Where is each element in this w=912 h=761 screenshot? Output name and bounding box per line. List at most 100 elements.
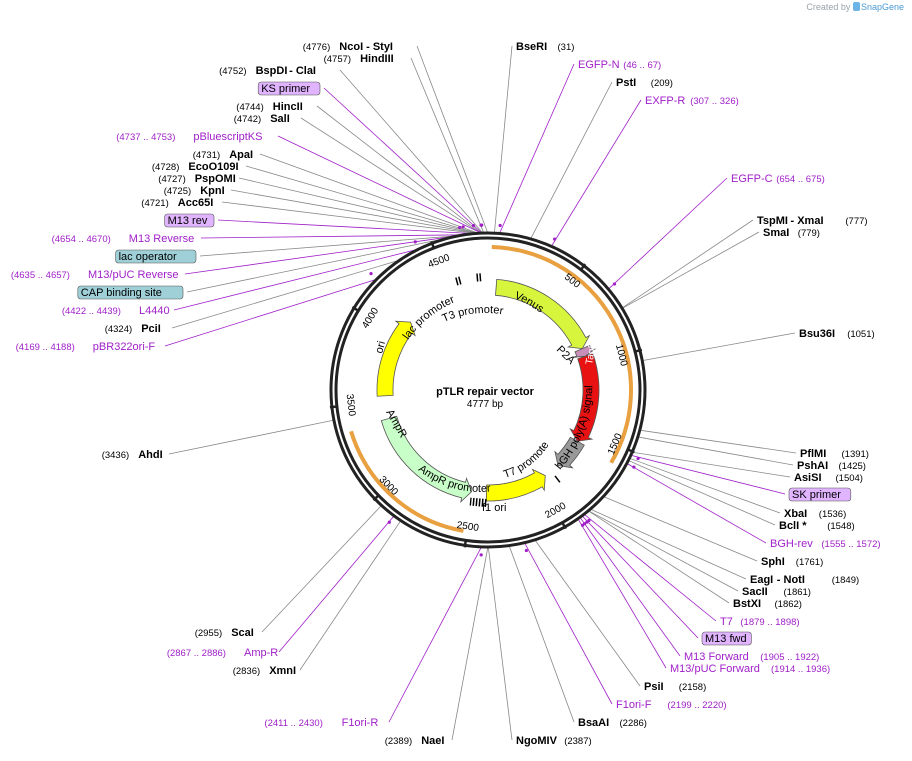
label-asisi: AsiSI(1504) [794, 472, 863, 484]
feature-tagrfp [569, 353, 600, 442]
label-position: (777) [845, 216, 867, 227]
label-sali: SalI(4742) [234, 113, 290, 125]
label-name: SmaI [763, 227, 789, 239]
primer-site-marker [479, 553, 483, 557]
label-smai: SmaI(779) [763, 227, 820, 239]
leader-bspdi [339, 69, 484, 234]
label-position: (1879 .. 1898) [740, 617, 799, 628]
label-position: (31) [558, 42, 575, 53]
tick-label-500: 500 [562, 272, 582, 291]
primer-site-marker [369, 272, 373, 276]
primer-site-marker [553, 237, 557, 241]
label-position: (4324) [105, 324, 132, 335]
label-position: (2867 .. 2886) [167, 648, 226, 659]
feature-shape [376, 320, 416, 397]
label-ecoo109i: EcoO109I(4728) [152, 161, 239, 173]
leader-bcli [628, 460, 776, 526]
tick-2500 [463, 540, 468, 548]
orf-band-1 [349, 430, 464, 533]
label-name: PstI [616, 77, 636, 89]
leader-hindiii [410, 57, 485, 234]
leader-bsu36i [642, 332, 796, 361]
label-egfp-c: EGFP-C(654 .. 675) [731, 173, 825, 185]
label-pbr322ori-f: pBR322ori-F(4169 .. 4188) [16, 341, 156, 353]
tick-500 [579, 263, 587, 271]
leader-egfp-c [608, 177, 728, 290]
leader-m13-reverse [200, 234, 465, 239]
label-pbluescriptks: pBluescriptKS(4737 .. 4753) [116, 131, 262, 143]
label-position: (4752) [219, 66, 246, 77]
leader-bstxi [588, 510, 730, 604]
label-pill [115, 249, 197, 264]
label-position: (1914 .. 1936) [771, 664, 830, 675]
label-position: (4654 .. 4670) [52, 234, 111, 245]
label-ngomiv: NgoMIV(2387) [516, 735, 592, 747]
label-position: (4742) [234, 114, 261, 125]
primer-site-marker [580, 523, 585, 527]
label-position: (4776) [303, 42, 330, 53]
feature-shape [554, 436, 585, 469]
label-name: M13/pUC Reverse [88, 269, 178, 281]
label-m13-fwd: M13 fwd [701, 631, 752, 646]
primer-site-marker [458, 225, 462, 230]
leader-psti [530, 81, 613, 240]
label-name: M13 Reverse [129, 233, 194, 245]
snapgene-logo-icon [852, 2, 860, 11]
label-name: PshAI [797, 460, 828, 472]
orf-bands [349, 245, 633, 533]
label-pill [164, 213, 215, 228]
label-name: F1ori-R [342, 717, 379, 729]
leader-smai [621, 231, 760, 309]
label-name: BstXI [733, 598, 761, 610]
feature-shape [572, 344, 596, 358]
label-hincii: HincII(4744) [236, 101, 302, 113]
label-name: lac operator [119, 251, 177, 263]
label-position: (3436) [102, 450, 129, 461]
label-name: HincII [273, 101, 303, 113]
label-m13-puc-reverse: M13/pUC Reverse(4635 .. 4657) [11, 269, 179, 281]
label-pill [257, 81, 321, 96]
label-ahdi: AhdI(3436) [102, 449, 163, 461]
primer-site-marker [413, 240, 417, 244]
label-position: (1051) [847, 329, 874, 340]
primer-site-marker [387, 520, 391, 524]
label-pspomi: PspOMI(4727) [158, 173, 235, 185]
label-name: M13/pUC Forward [670, 663, 760, 675]
leader-scai [261, 505, 382, 633]
label-ks-primer: KS primer [257, 81, 321, 96]
leader-m13-forward [579, 517, 681, 657]
label-name: BseRI [516, 41, 547, 53]
label-sacii: SacII(1861) [742, 586, 811, 598]
label-bstxi: BstXI(1862) [733, 598, 802, 610]
label-position: (1391) [842, 449, 869, 460]
label-name: SK primer [792, 489, 841, 501]
leader-pshai [637, 436, 794, 466]
leader-hincii [316, 105, 482, 234]
feature-t7-promoter [553, 475, 561, 484]
leader-m13-fwd [581, 515, 699, 639]
label-amp-r: Amp-R(2867 .. 2886) [167, 647, 278, 659]
label-name: EagI [750, 574, 773, 586]
label-name: M13 rev [168, 215, 208, 227]
label-position: (4721) [141, 198, 168, 209]
label-bseri: BseRI (31) [516, 41, 574, 53]
label-position: (4731) [193, 150, 220, 161]
label-position: (4728) [152, 162, 179, 173]
label-tspmi: TspMI - XmaI(777) [757, 215, 868, 227]
label-name: F1ori-F [616, 699, 652, 711]
label-name: PciI [141, 323, 161, 335]
leader-xbai [629, 457, 781, 514]
tick-label-4000: 4000 [360, 306, 381, 331]
label-name: TspMI [757, 215, 788, 227]
label-pill [788, 487, 852, 502]
feature-lac-promoter [455, 276, 463, 286]
label-sk-primer: SK primer [788, 487, 852, 502]
label-xbai: XbaI(1536) [784, 508, 846, 520]
label-xmni: XmnI(2836) [233, 665, 296, 677]
leader-eagi [590, 508, 747, 580]
primer-site-marker [636, 456, 640, 461]
label-name: BspDI [256, 65, 288, 77]
label-pcii: PciI (4324) [105, 323, 161, 335]
label-position: (1761) [796, 557, 823, 568]
